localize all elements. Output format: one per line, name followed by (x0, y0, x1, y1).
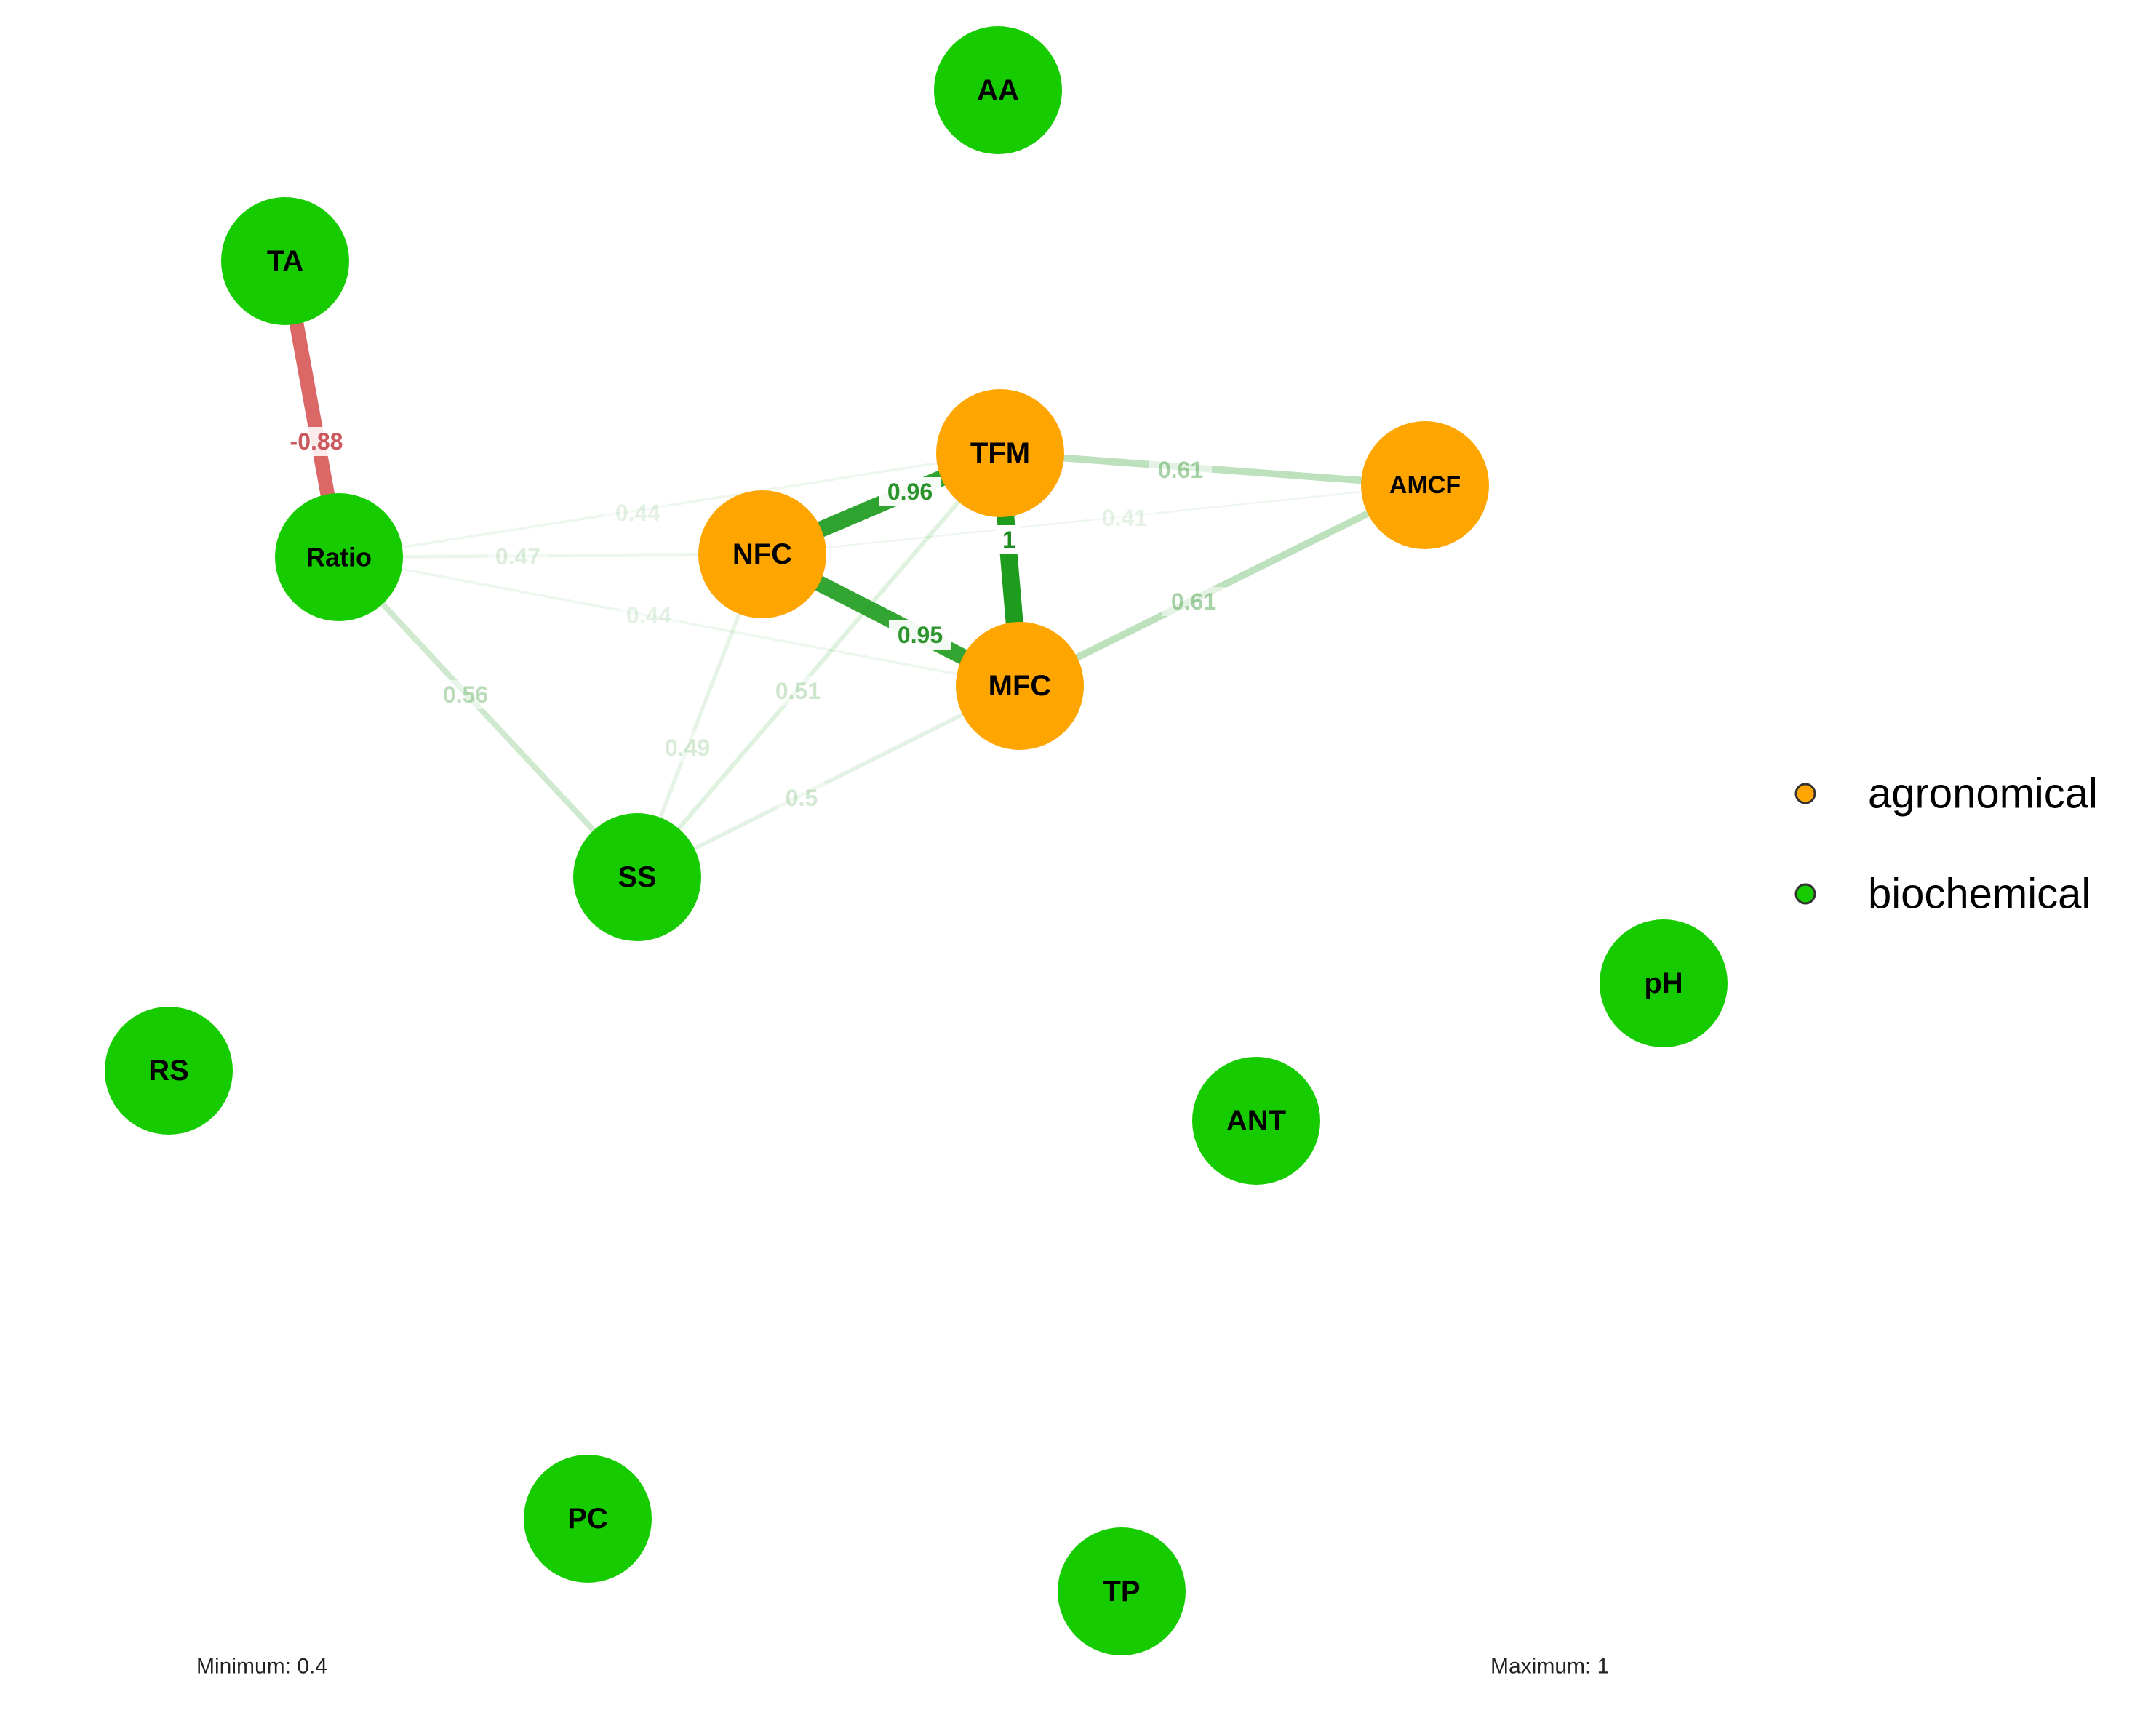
node-label-ratio: Ratio (306, 543, 372, 572)
edge-label-mfc-amcf: 0.61 (1171, 588, 1216, 615)
edge-label-bg (1093, 503, 1156, 532)
node-label-tfm: TFM (970, 437, 1030, 469)
edge-label-nfc-mfc: 0.95 (898, 622, 943, 648)
edge-label-ss-nfc: 0.49 (665, 735, 710, 761)
node-circle-ratio (275, 493, 403, 621)
edge-label-bg (1162, 587, 1225, 616)
node-label-amcf: AMCF (1389, 471, 1461, 499)
edge-ratio-nfc (338, 552, 763, 559)
node-aa: AA (934, 26, 1062, 154)
edge-label-bg (1149, 455, 1212, 484)
node-label-ta: TA (267, 245, 303, 277)
node-label-nfc: NFC (732, 538, 792, 570)
edge-label-bg (656, 733, 719, 762)
node-ta: TA (221, 197, 349, 325)
edge-label-ratio-tfm: 0.44 (615, 500, 660, 526)
edge-ratio-tfm (338, 452, 1001, 559)
edge-label-ss-tfm: 0.51 (775, 678, 821, 704)
node-circle-ta (221, 197, 349, 325)
node-label-ss: SS (618, 861, 656, 893)
legend-item-agronomical: agronomical (1794, 770, 2098, 818)
legend-label-agronomical: agronomical (1868, 770, 2098, 818)
node-ph: pH (1600, 919, 1728, 1047)
edge-label-bg (434, 680, 497, 709)
edge-label-ratio-nfc: 0.47 (495, 543, 540, 570)
legend-item-biochemical: biochemical (1794, 871, 2091, 918)
legend-dot-agronomical (1794, 783, 1816, 804)
node-mfc: MFC (956, 622, 1084, 750)
node-circle-aa (934, 26, 1062, 154)
node-label-mfc: MFC (989, 670, 1052, 702)
node-circle-nfc (698, 490, 826, 618)
edge-label-bg (777, 783, 826, 812)
edge-nfc-amcf (762, 484, 1426, 556)
legend: agronomical biochemical (1794, 770, 2098, 918)
node-label-ant: ANT (1226, 1105, 1286, 1137)
edge-label-bg (607, 498, 669, 527)
legend-dot-biochemical (1794, 883, 1816, 905)
edge-label-tfm-amcf: 0.61 (1158, 457, 1203, 483)
node-nfc: NFC (698, 490, 826, 618)
scale-minimum-label: Minimum: 0.4 (196, 1655, 327, 1679)
edge-ss-mfc (636, 684, 1021, 879)
node-circle-ph (1600, 919, 1728, 1047)
nodes-layer: AA TA Ratio NFC TFM AMCF MFC SS pH RS ANT PC TP (105, 26, 1728, 1655)
node-circle-tp (1058, 1527, 1186, 1655)
node-label-aa: AA (977, 74, 1019, 106)
node-tp: TP (1058, 1527, 1186, 1655)
edges-layer (278, 260, 1427, 879)
edge-ratio-mfc (338, 556, 1021, 687)
edge-label-bg (279, 427, 354, 456)
node-circle-tfm (936, 389, 1064, 517)
node-circle-mfc (956, 622, 1084, 750)
edge-label-ss-mfc: 0.5 (786, 785, 818, 811)
node-circle-amcf (1361, 421, 1489, 549)
node-rs: RS (105, 1007, 233, 1135)
edge-mfc-amcf (1018, 482, 1427, 690)
edge-label-bg (997, 525, 1021, 554)
edge-label-bg (487, 542, 549, 571)
node-circle-ss (573, 813, 701, 941)
scale-maximum-label: Maximum: 1 (1490, 1655, 1609, 1679)
node-circle-ant (1192, 1057, 1320, 1185)
node-pc: PC (524, 1455, 652, 1583)
edge-labels-layer: -0.88 0.44 0.47 0.44 0.56 0.96 0.95 1 0.61 0.61 0.… (279, 427, 1225, 812)
node-ss: SS (573, 813, 701, 941)
node-ant: ANT (1192, 1057, 1320, 1185)
edge-label-bg (889, 620, 951, 650)
node-ratio: Ratio (275, 493, 403, 621)
node-tfm: TFM (936, 389, 1064, 517)
edge-label-nfc-amcf: 0.41 (1102, 505, 1147, 531)
edge-label-tfm-mfc: 1 (1002, 527, 1015, 553)
edge-label-ratio-ss: 0.56 (443, 682, 488, 708)
node-label-tp: TP (1103, 1575, 1140, 1607)
legend-label-biochemical: biochemical (1868, 871, 2091, 918)
node-circle-pc (524, 1455, 652, 1583)
edge-label-bg (879, 477, 941, 506)
node-label-pc: PC (567, 1503, 608, 1535)
edge-ss-tfm (635, 452, 1002, 879)
edge-tfm-amcf (999, 450, 1426, 489)
edge-label-nfc-tfm: 0.96 (887, 479, 933, 505)
node-amcf: AMCF (1361, 421, 1489, 549)
edge-label-bg (767, 676, 829, 706)
node-label-rs: RS (148, 1055, 189, 1087)
edge-label-bg (618, 601, 680, 630)
edge-label-ta-ratio: -0.88 (290, 428, 343, 455)
edge-ratio-ss (337, 555, 639, 879)
edge-label-ratio-mfc: 0.44 (626, 602, 671, 628)
node-label-ph: pH (1644, 967, 1682, 999)
node-circle-rs (105, 1007, 233, 1135)
